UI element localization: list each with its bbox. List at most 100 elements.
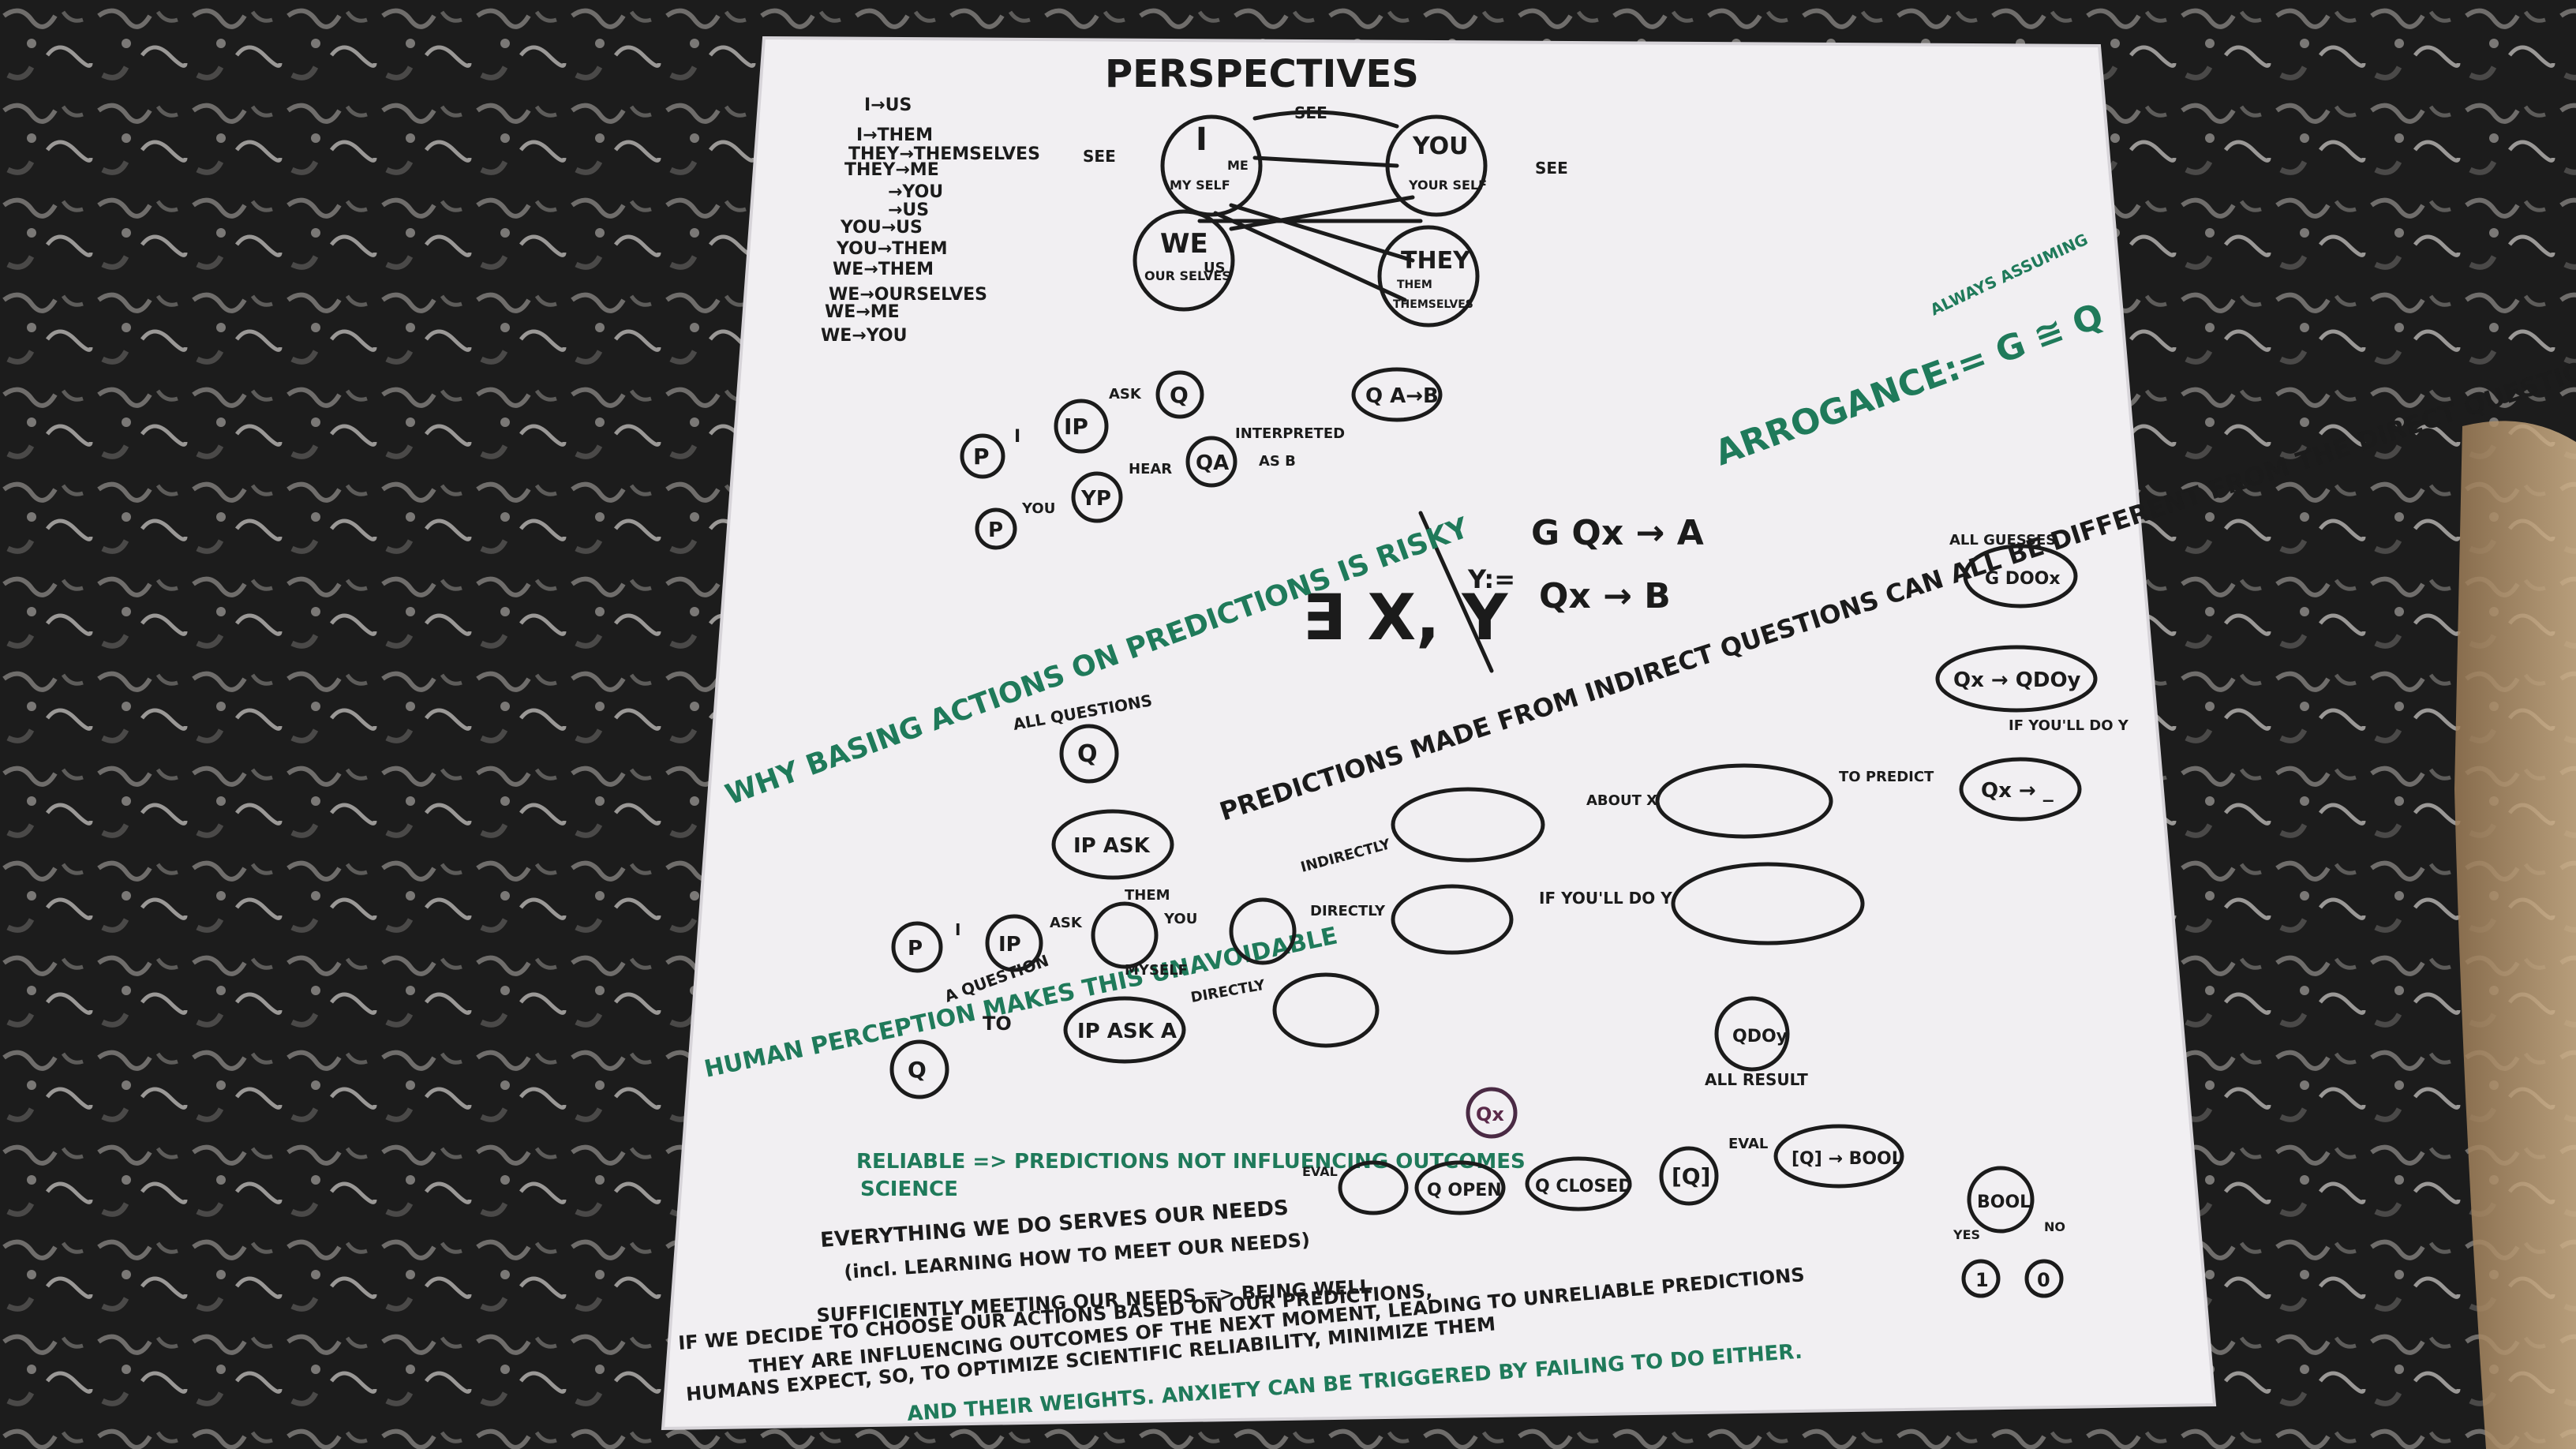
flow-qdo-ellipse [1935, 645, 2098, 713]
chain2-p-circle [975, 507, 1017, 550]
flow-q: Q [1077, 740, 1098, 768]
qflow-open-ellipse [1414, 1160, 1506, 1215]
flow-you: YOU [1163, 911, 1197, 927]
qflow-closed-ellipse [1525, 1156, 1632, 1211]
flow-hub-circle [1091, 901, 1159, 969]
perspective-graph: I MY SELF ME YOU YOUR SELF WE OUR SELVES… [1083, 103, 1568, 328]
relation-7: YOU→THEM [836, 239, 948, 259]
qflow-eval-2: EVAL [1728, 1136, 1768, 1152]
formula-case1: G Qx → A [1531, 513, 1704, 553]
title-perspectives: PERSPECTIVES [1105, 52, 1419, 96]
relation-3: THEY→ME [844, 160, 939, 180]
formula-bar [1418, 511, 1494, 673]
flow-qx-arrow: Qx → _ [1981, 779, 2054, 803]
chain1-p: P [973, 444, 990, 470]
qflow-one-circle [1961, 1259, 2001, 1298]
chain1-ask: ASK [1109, 386, 1142, 402]
edge-label-see-right: SEE [1535, 159, 1568, 178]
qflow-bool: BOOL [1977, 1193, 2031, 1212]
chain1-q: Q [1170, 382, 1189, 408]
qflow-q-closed: Q CLOSED [1535, 1177, 1633, 1196]
flow-to-predict: TO PREDICT [1839, 769, 1934, 785]
relation-0: I→US [864, 95, 912, 115]
flow-if-youll-do-y: IF YOU'LL DO Y [1539, 889, 1672, 908]
qflow-yes: YES [1953, 1227, 1980, 1242]
relation-2: THEY→THEMSELVES [848, 144, 1040, 164]
node-we-label: WE [1160, 228, 1208, 260]
chain1-ip-circle [1054, 399, 1109, 454]
flow-direct-ellipse [1391, 884, 1514, 955]
reliable-note: RELIABLE => PREDICTIONS NOT INFLUENCING … [856, 1150, 1526, 1174]
chain1-p-circle [960, 433, 1005, 479]
node-i-inner: ME [1227, 158, 1249, 173]
chain2-p: P [988, 519, 1003, 542]
flow-all-guesses: ALL GUESSES [1949, 532, 2056, 549]
node-you-label: YOU [1412, 133, 1469, 160]
chain2-as-b: AS B [1259, 453, 1296, 470]
chain2-yp: YP [1080, 487, 1111, 511]
flow-result-circle [1714, 996, 1790, 1072]
flow-ask: ASK [1050, 915, 1083, 931]
chain-1: P I IP ASK Q Q A→B [960, 367, 1443, 479]
qflow-one: 1 [1975, 1269, 1989, 1291]
flow-about-ellipse [1655, 763, 1833, 839]
flow-ip-ask-ellipse [1051, 809, 1174, 880]
flow-q-bottom: Q [908, 1057, 927, 1083]
relation-11: WE→YOU [821, 326, 907, 346]
qflow-zero: 0 [2037, 1269, 2050, 1291]
edge-label-see-left: SEE [1083, 147, 1116, 166]
node-they-label: THEY [1401, 247, 1471, 275]
flow-p-circle [891, 921, 943, 973]
flow-if-youll-do-y-2: IF YOU'LL DO Y [2009, 717, 2129, 734]
chain2-qa-circle [1185, 436, 1237, 488]
flow-ip-ask: IP ASK [1073, 834, 1151, 858]
node-i-sub: MY SELF [1170, 178, 1230, 193]
relation-10: WE→ME [825, 302, 900, 322]
flow-qx-ellipse [1959, 757, 2082, 822]
flow-myself: MYSELF [1125, 962, 1188, 979]
chain2-you: YOU [1021, 500, 1055, 517]
flow-i: I [955, 920, 960, 939]
flow-ip-ask-a-ellipse [1063, 996, 1186, 1064]
relation-5: →US [888, 200, 929, 220]
relations-list: I→US I→THEM THEY→THEMSELVES THEY→ME →YOU… [821, 95, 1040, 346]
node-we-sub: OUR SELVES [1144, 268, 1231, 283]
flow-g-doo: G DOOx [1985, 569, 2061, 589]
formula-exists: ∃ X, Y [1302, 581, 1508, 654]
flow-direct-result-ellipse [1272, 972, 1380, 1048]
chain1-end: Q A→B [1365, 384, 1439, 408]
chain2-hear: HEAR [1129, 461, 1172, 477]
formula-y-def: Y:= [1467, 564, 1515, 594]
flow-q-circle [1059, 724, 1119, 784]
chain2-qa: QA [1196, 451, 1229, 475]
graph-edges [1197, 155, 1423, 302]
relation-9: WE→OURSELVES [829, 285, 987, 305]
qflow-zero-circle [2024, 1259, 2064, 1298]
flow-indirect-ellipse [1391, 787, 1545, 863]
flow-qdo: QDOy [1732, 1027, 1788, 1046]
qflow-bool-circle [1967, 1166, 2035, 1234]
chain1-end-ellipse [1351, 367, 1443, 422]
science-note: SCIENCE [860, 1178, 958, 1201]
chain1-ip: IP [1064, 414, 1088, 440]
whiteboard [661, 36, 2217, 1431]
flow-do-ellipse [1671, 862, 1865, 945]
qflow-eval: EVAL [1302, 1164, 1338, 1179]
formula-case2: Qx → B [1539, 576, 1671, 616]
flow-ip: IP [998, 933, 1021, 957]
flow-you-node [1229, 897, 1297, 965]
node-we-inner: US [1204, 260, 1226, 276]
flow-g-doo-ellipse [1963, 544, 2078, 608]
node-they-sub: THEM [1397, 279, 1432, 291]
flow-to: TO [983, 1013, 1012, 1035]
flow-ip-ask-a: IP ASK A [1077, 1020, 1177, 1043]
qflow-bool-fn-ellipse [1773, 1124, 1904, 1189]
flow-ip-circle [985, 914, 1043, 972]
flow-about-x: ABOUT X [1586, 792, 1657, 809]
qflow-q-open: Q OPEN [1427, 1181, 1502, 1200]
chain2-interpreted: INTERPRETED [1235, 425, 1345, 442]
relation-4: →YOU [888, 182, 943, 202]
node-i-label: I [1196, 122, 1208, 158]
qflow-q-ellipse [1338, 1160, 1409, 1215]
